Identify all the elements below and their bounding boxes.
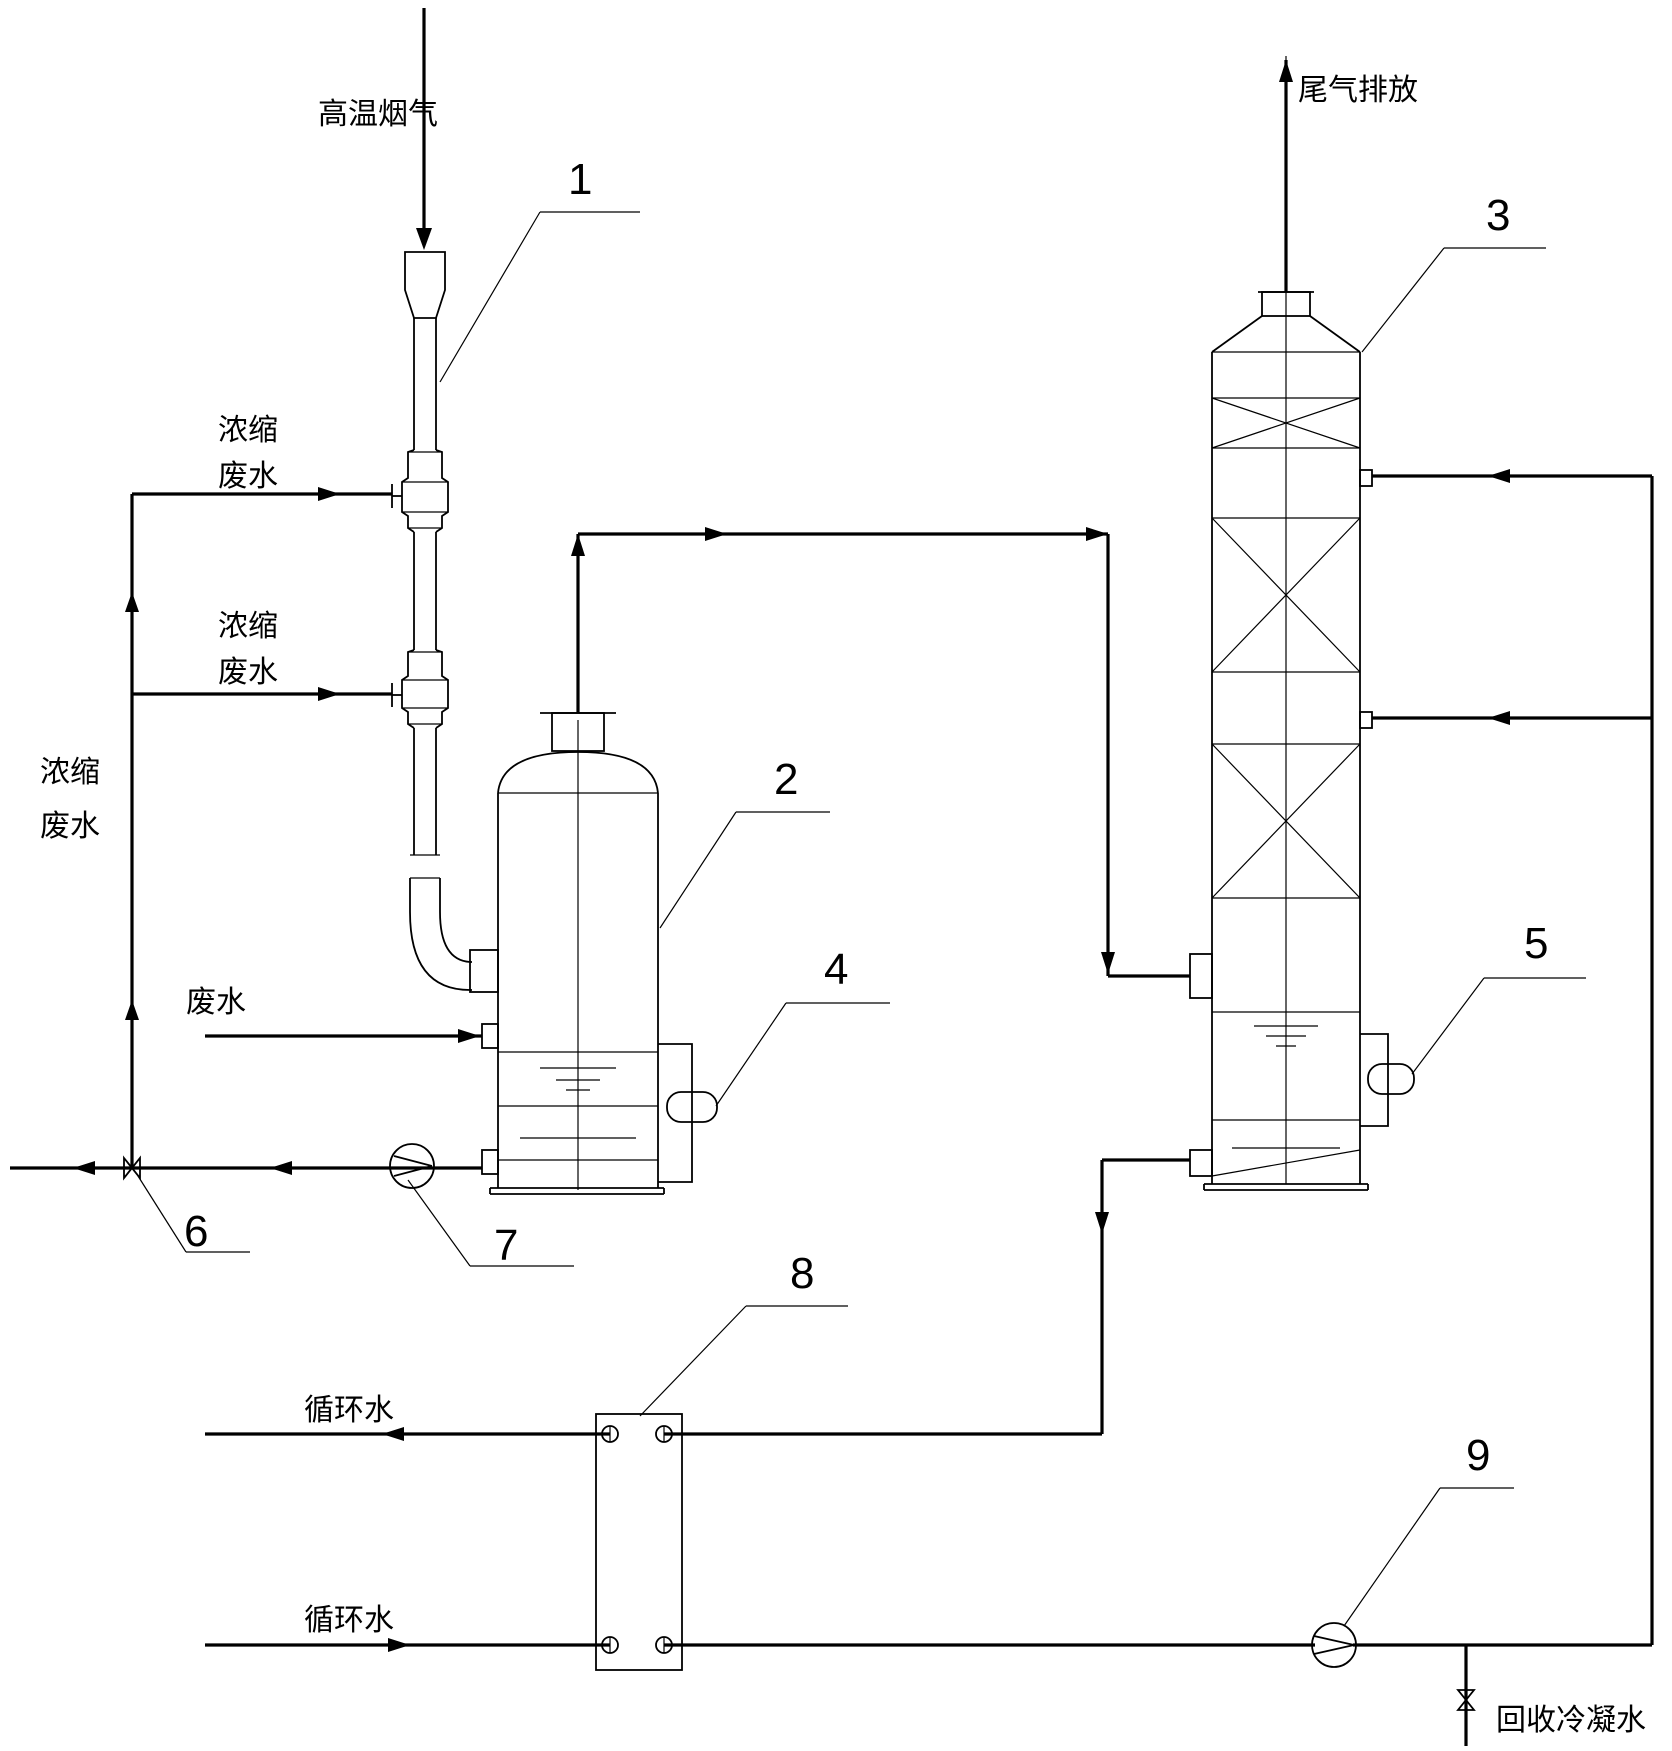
number-valve: 6 — [184, 1207, 208, 1256]
condensate-pump — [1311, 1622, 1357, 1668]
venturi-evaporator — [391, 8, 472, 991]
separator-tank — [469, 712, 665, 1195]
number-condensate-pump: 9 — [1466, 1431, 1490, 1480]
flue-gas-arrow — [416, 228, 432, 250]
number-plate-heat-exchanger: 8 — [790, 1249, 814, 1298]
label-tail-gas-out: 尾气排放 — [1298, 73, 1418, 108]
leader-lines — [137, 211, 1586, 1627]
label-conc-ww-1-line2: 废水 — [218, 459, 278, 494]
level-gauge-tank — [658, 1043, 718, 1183]
label-conc-ww-3-line2: 废水 — [40, 809, 100, 844]
condensing-tower — [1189, 56, 1373, 1191]
flow-labels: 高温烟气 尾气排放 浓缩 废水 浓缩 废水 浓缩 废水 废水 循环水 循环水 回… — [40, 73, 1646, 1738]
label-circ-water-out: 循环水 — [304, 1393, 394, 1428]
circulation-pump — [389, 1143, 435, 1189]
label-conc-ww-2-line1: 浓缩 — [218, 609, 278, 644]
label-conc-ww-1-line1: 浓缩 — [218, 413, 278, 448]
label-conc-ww-3-line1: 浓缩 — [40, 755, 100, 790]
label-waste-water-in: 废水 — [186, 985, 246, 1020]
label-flue-gas-in: 高温烟气 — [318, 97, 438, 132]
label-recovered-condensate: 回收冷凝水 — [1496, 1703, 1646, 1738]
number-condensing-tower: 3 — [1486, 191, 1510, 240]
valve — [123, 1155, 141, 1181]
label-conc-ww-2-line2: 废水 — [218, 655, 278, 690]
label-circ-water-in: 循环水 — [304, 1603, 394, 1638]
pipelines — [10, 60, 1654, 1746]
component-numbers: 1 2 3 4 5 6 7 8 9 — [184, 155, 1548, 1480]
valve-condensate — [1456, 1689, 1476, 1711]
number-level-gauge-tower: 5 — [1524, 919, 1548, 968]
number-circulation-pump: 7 — [494, 1221, 518, 1270]
level-gauge-tower — [1360, 1033, 1415, 1127]
plate-heat-exchanger — [595, 1413, 683, 1671]
number-venturi-evaporator: 1 — [568, 155, 592, 204]
number-separator-tank: 2 — [774, 755, 798, 804]
number-level-gauge-tank: 4 — [824, 945, 848, 994]
